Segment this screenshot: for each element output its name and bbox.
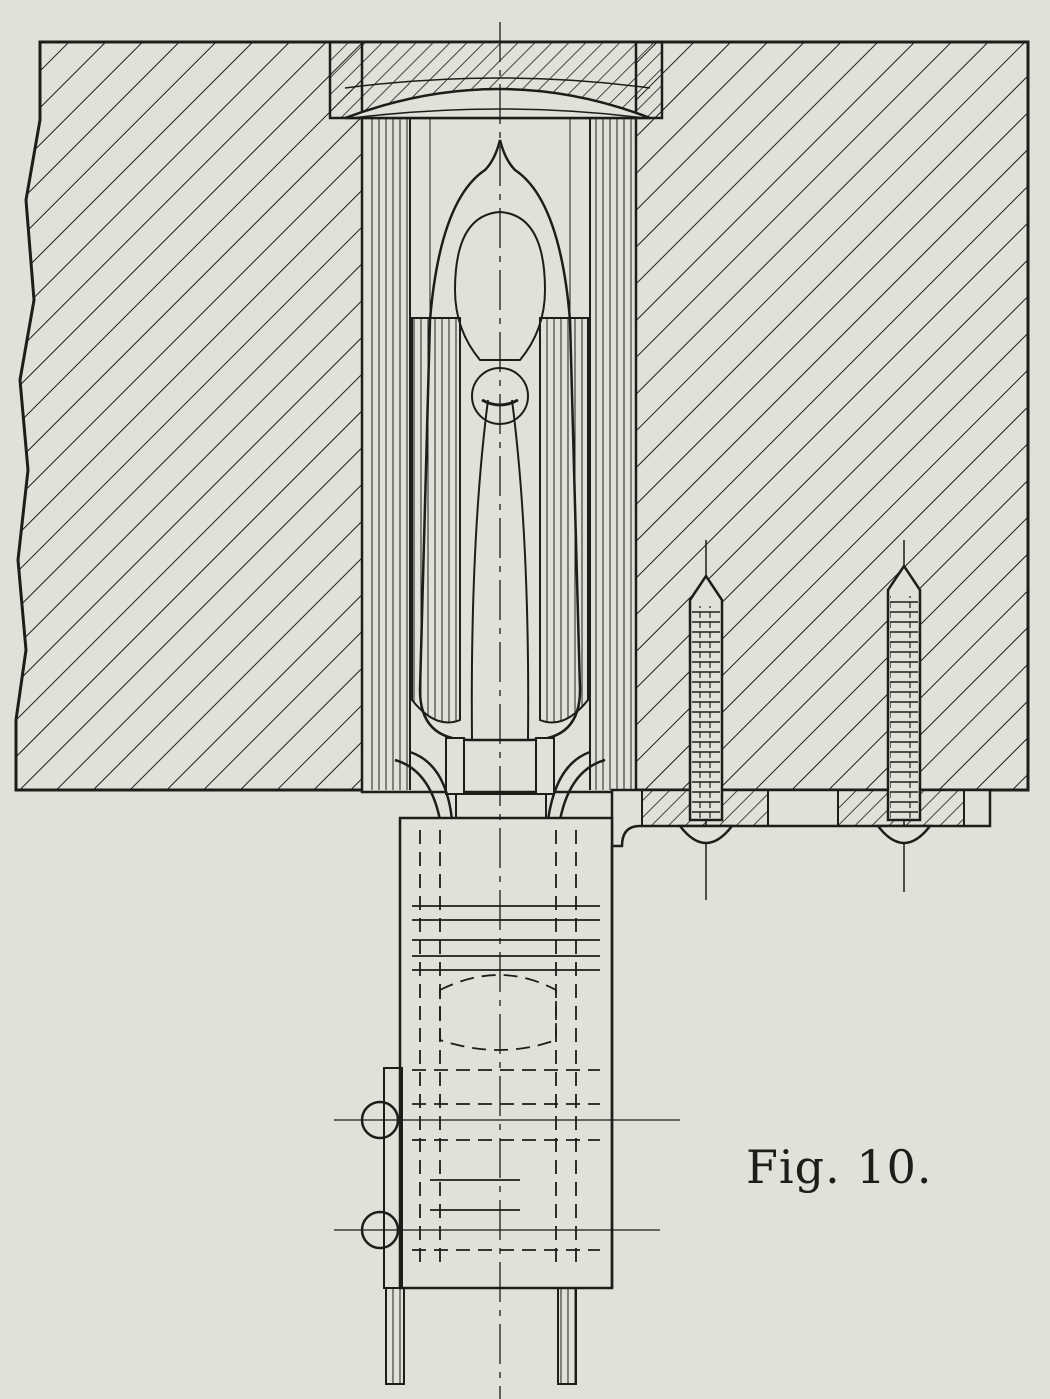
lamp-tube — [366, 118, 634, 790]
bracket-plate — [610, 788, 992, 848]
lamp-contacts — [394, 737, 606, 821]
inner-sleeves — [411, 317, 589, 724]
lens — [344, 77, 651, 120]
screw-right — [875, 540, 933, 892]
terminal-pins — [385, 1287, 577, 1385]
lamp-socket — [334, 816, 680, 1290]
housing-block-section — [14, 40, 1030, 794]
figure-caption: Fig. 10. — [746, 1140, 933, 1194]
screw-left — [677, 540, 735, 900]
